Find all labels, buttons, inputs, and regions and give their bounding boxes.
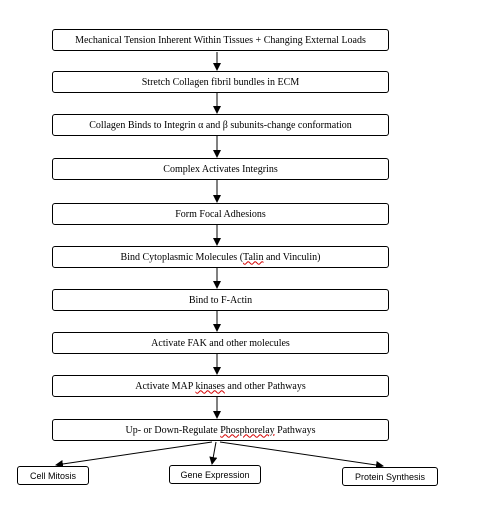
branch-to-protein-synthesis [219,441,384,469]
step-label: Up- or Down-Regulate Phosphorelay Pathwa… [126,425,316,436]
step-label-post: and Vinculin) [263,251,321,263]
step-label: Mechanical Tension Inherent Within Tissu… [75,34,366,46]
step-stretch-collagen: Stretch Collagen fibril bundles in ECM [52,71,389,93]
step-label: Form Focal Adhesions [175,208,266,220]
step-label: Complex Activates Integrins [163,163,278,175]
outcome-label: Protein Synthesis [354,471,426,482]
step-regulate-phosphorelay: Up- or Down-Regulate Phosphorelay Pathwa… [52,419,389,441]
branch-to-cell-mitosis [55,441,213,468]
step-label: Bind Cytoplasmic Molecules (Talin and Vi… [121,252,321,263]
step-label: Stretch Collagen fibril bundles in ECM [141,76,300,88]
outcome-gene-expression: Gene Expression [169,465,261,484]
step-form-focal-adhesions: Form Focal Adhesions [52,203,389,225]
outcome-protein-synthesis: Protein Synthesis [342,467,438,486]
step-mechanical-tension: Mechanical Tension Inherent Within Tissu… [52,29,389,51]
step-label-pre: Up- or Down-Regulate [125,424,221,436]
step-bind-f-actin: Bind to F-Actin [52,289,389,311]
step-activate-fak: Activate FAK and other molecules [52,332,389,354]
step-bind-cytoplasmic-molecules: Bind Cytoplasmic Molecules (Talin and Vi… [52,246,389,268]
step-label: Activate FAK and other molecules [151,337,290,349]
step-label-post: Pathways [274,424,316,436]
step-activate-map-kinases: Activate MAP kinases and other Pathways [52,375,389,397]
outcome-label: Gene Expression [180,469,250,480]
step-label-pre: Bind Cytoplasmic Molecules ( [120,251,244,263]
spellcheck-word: Phosphorelay [220,424,275,436]
spellcheck-word: kinases [195,380,225,392]
step-label: Collagen Binds to Integrin α and β subun… [89,119,352,131]
step-label: Bind to F-Actin [188,294,253,306]
step-label: Activate MAP kinases and other Pathways [135,381,305,392]
outcome-cell-mitosis: Cell Mitosis [17,466,89,485]
outcome-label: Cell Mitosis [29,470,76,481]
branch-to-gene-expression [209,441,218,465]
step-complex-activates-integrins: Complex Activates Integrins [52,158,389,180]
step-label-post: and other Pathways [224,380,306,392]
step-collagen-binds-integrin: Collagen Binds to Integrin α and β subun… [52,114,389,136]
step-label-pre: Activate MAP [135,380,196,392]
spellcheck-word: Talin [243,251,264,263]
